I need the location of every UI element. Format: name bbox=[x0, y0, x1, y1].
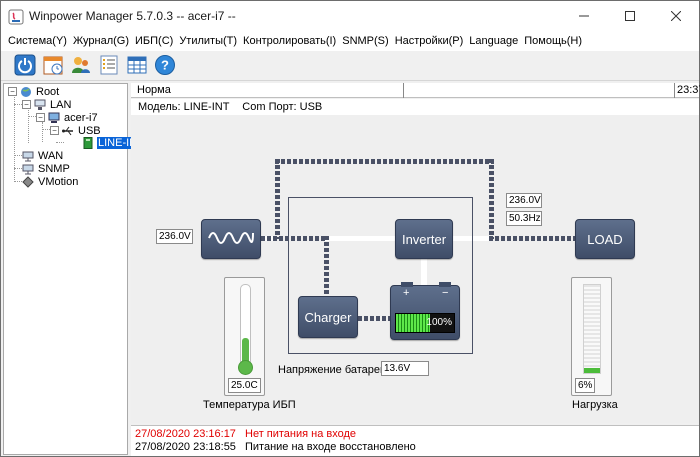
toolbar: ? bbox=[1, 51, 699, 81]
load-caption: Нагрузка bbox=[572, 399, 618, 411]
log-row: 27/08/2020 23:18:55 Питание на входе вос… bbox=[135, 441, 416, 454]
log-time: 27/08/2020 23:16:17 bbox=[135, 428, 236, 440]
calendar-icon bbox=[42, 54, 64, 79]
log-time: 27/08/2020 23:18:55 bbox=[135, 441, 236, 453]
tree-label-snmp: SNMP bbox=[38, 162, 70, 175]
collapse-icon[interactable]: − bbox=[36, 113, 45, 122]
tree-item-snmp[interactable]: SNMP bbox=[22, 162, 71, 175]
ups-diagram: 236.0V Inverter 236.0V 50.3Hz LOAD Charg… bbox=[131, 115, 699, 423]
menu-help[interactable]: Помощь(H) bbox=[524, 35, 583, 47]
temperature-level bbox=[242, 338, 249, 366]
battery-level-meter: 100% bbox=[395, 313, 455, 333]
java-app-icon bbox=[8, 9, 24, 25]
log-row: 27/08/2020 23:16:17 Нет питания на входе bbox=[135, 428, 356, 441]
menu-journal[interactable]: Журнал(G) bbox=[72, 35, 129, 47]
maximize-button[interactable] bbox=[607, 1, 653, 31]
output-frequency-field: 50.3Hz bbox=[506, 211, 542, 226]
power-button[interactable] bbox=[13, 54, 37, 78]
battery-box: + − 100% bbox=[390, 282, 460, 340]
window-title: Winpower Manager 5.7.0.3 -- acer-i7 -- bbox=[29, 9, 236, 23]
log-message: Питание на входе восстановлено bbox=[245, 441, 416, 453]
load-gauge: 6% bbox=[571, 277, 612, 396]
load-box: LOAD bbox=[575, 219, 635, 259]
tree-label-wan: WAN bbox=[38, 149, 64, 162]
menu-language[interactable]: Language bbox=[469, 35, 519, 47]
output-voltage-field: 236.0V bbox=[506, 193, 542, 208]
minimize-button[interactable] bbox=[561, 1, 607, 31]
tree-item-root[interactable]: − Root bbox=[8, 85, 60, 98]
status-bar: Норма 23:37 bbox=[131, 83, 700, 98]
menu-monitor[interactable]: Контролировать(I) bbox=[243, 35, 337, 47]
status-time: 23:37 bbox=[677, 84, 700, 96]
inverter-box: Inverter bbox=[395, 219, 453, 259]
menu-ups[interactable]: ИБП(C) bbox=[135, 35, 174, 47]
menu-snmp[interactable]: SNMP(S) bbox=[342, 35, 389, 47]
list-button[interactable] bbox=[97, 54, 121, 78]
tree-item-host[interactable]: − acer-i7 bbox=[36, 111, 99, 124]
table-button[interactable] bbox=[125, 54, 149, 78]
temperature-field: 25.0C bbox=[228, 378, 261, 393]
battery-minus-sign: − bbox=[442, 287, 449, 299]
tree-item-wan[interactable]: WAN bbox=[22, 149, 64, 162]
collapse-icon[interactable]: − bbox=[50, 126, 59, 135]
help-icon: ? bbox=[154, 54, 176, 79]
event-log: 27/08/2020 23:16:17 Нет питания на входе… bbox=[131, 425, 699, 456]
ups-internal-frame bbox=[288, 197, 473, 354]
device-tree: − Root − LAN − acer-i7 − USB bbox=[3, 83, 145, 455]
list-icon bbox=[98, 54, 120, 79]
tree-label-lan: LAN bbox=[50, 98, 72, 111]
title-bar: Winpower Manager 5.7.0.3 -- acer-i7 -- bbox=[1, 1, 699, 31]
charger-box: Charger bbox=[298, 296, 358, 338]
users-icon bbox=[70, 54, 92, 79]
status-text: Норма bbox=[137, 84, 171, 96]
menu-settings[interactable]: Настройки(P) bbox=[394, 35, 464, 47]
sine-wave-icon bbox=[207, 227, 255, 252]
battery-plus-sign: + bbox=[403, 287, 410, 299]
model-label: Модель: LINE-INT bbox=[138, 101, 230, 113]
log-message: Нет питания на входе bbox=[245, 428, 357, 440]
battery-voltage-field: 13.6V bbox=[381, 361, 429, 376]
snmp-icon bbox=[22, 163, 34, 175]
tree-item-vmotion[interactable]: VMotion bbox=[22, 175, 79, 188]
ups-device-icon bbox=[82, 136, 94, 149]
input-voltage-field: 236.0V bbox=[156, 229, 193, 244]
tree-label-vmotion: VMotion bbox=[38, 175, 79, 188]
tree-label-root: Root bbox=[36, 85, 60, 98]
tree-item-lan[interactable]: − LAN bbox=[22, 98, 72, 111]
usb-icon bbox=[62, 125, 74, 137]
battery-voltage-caption: Напряжение батареи bbox=[278, 364, 387, 376]
collapse-icon[interactable]: − bbox=[22, 100, 31, 109]
load-level-meter bbox=[583, 284, 601, 374]
table-icon bbox=[126, 54, 148, 79]
schedule-button[interactable] bbox=[41, 54, 65, 78]
tree-item-usb[interactable]: − USB bbox=[50, 124, 102, 137]
svg-text:?: ? bbox=[161, 57, 169, 72]
collapse-icon[interactable]: − bbox=[8, 87, 17, 96]
load-level-fill bbox=[584, 368, 600, 373]
vmotion-icon bbox=[22, 175, 34, 188]
port-label: Com Порт: USB bbox=[242, 101, 323, 113]
globe-icon bbox=[20, 86, 32, 98]
menu-utilities[interactable]: Утилиты(T) bbox=[179, 35, 238, 47]
menu-bar: Система(Y) Журнал(G) ИБП(C) Утилиты(T) К… bbox=[1, 31, 699, 51]
tree-label-usb: USB bbox=[78, 124, 101, 137]
wan-icon bbox=[22, 150, 34, 162]
power-icon bbox=[14, 54, 36, 79]
computer-icon bbox=[48, 112, 60, 124]
users-button[interactable] bbox=[69, 54, 93, 78]
tree-label-host: acer-i7 bbox=[64, 111, 98, 124]
battery-level-fill bbox=[396, 314, 430, 332]
input-source-box bbox=[201, 219, 261, 259]
model-info: Модель: LINE-INT Com Порт: USB bbox=[131, 99, 699, 115]
load-percent-field: 6% bbox=[575, 378, 595, 393]
network-icon bbox=[34, 99, 46, 111]
menu-system[interactable]: Система(Y) bbox=[8, 35, 67, 47]
close-button[interactable] bbox=[653, 1, 699, 31]
temperature-gauge: 25.0C bbox=[224, 277, 265, 396]
temperature-caption: Температура ИБП bbox=[203, 399, 296, 411]
battery-percent-label: 100% bbox=[426, 317, 452, 328]
help-button[interactable]: ? bbox=[153, 54, 177, 78]
